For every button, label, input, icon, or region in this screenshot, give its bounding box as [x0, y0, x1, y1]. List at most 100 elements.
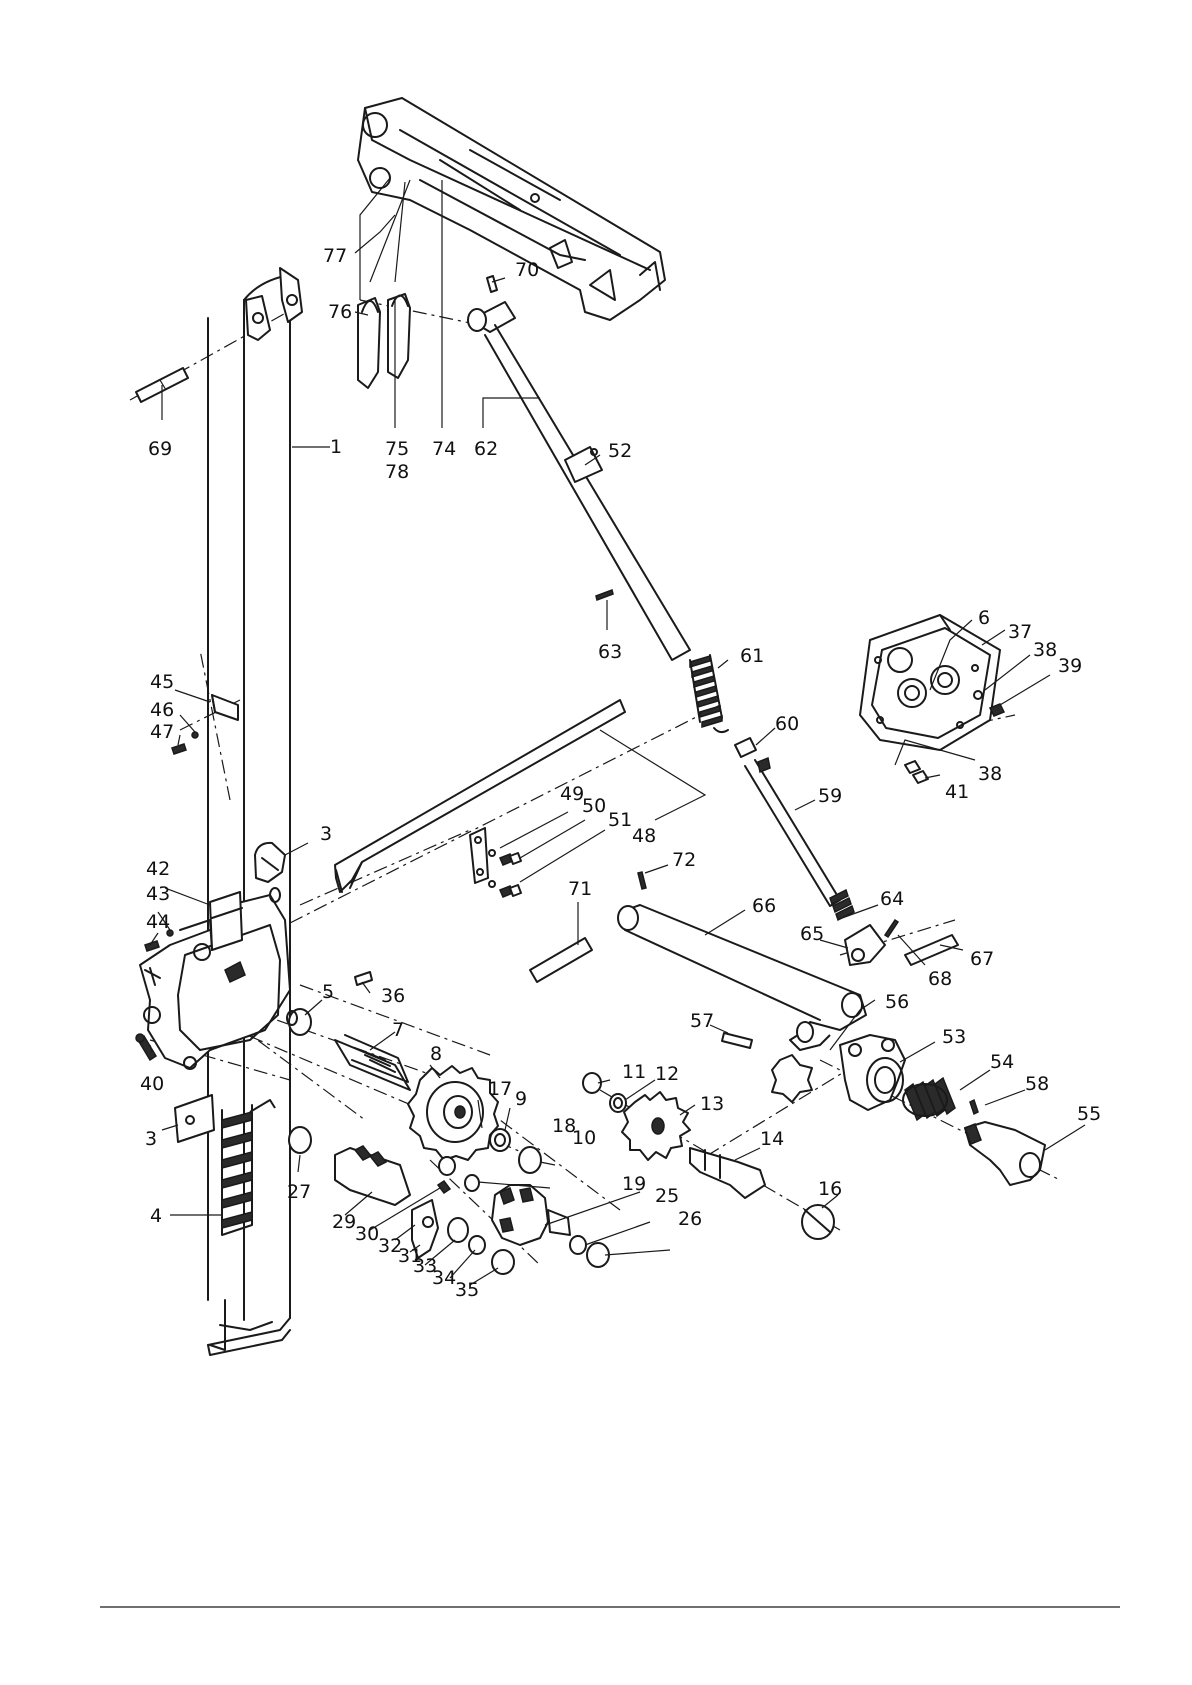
- callout-69: 69: [148, 438, 172, 460]
- bracket-65: [845, 925, 885, 965]
- knob-55: [965, 1122, 1045, 1185]
- bushing-35: [492, 1250, 514, 1274]
- callout-25: 25: [655, 1185, 679, 1207]
- callout-70: 70: [515, 259, 539, 281]
- link-arm-66: [618, 905, 866, 1050]
- pin-67: [905, 935, 958, 965]
- gear-cluster-19: [492, 1185, 570, 1245]
- push-rod-62: [468, 276, 690, 660]
- spring-54: [903, 1078, 955, 1120]
- callout-7: 7: [392, 1019, 404, 1041]
- screws-46-47: [172, 732, 198, 754]
- callout-68: 68: [928, 968, 952, 990]
- callout-17: 17: [488, 1078, 512, 1100]
- callout-57: 57: [690, 1010, 714, 1032]
- callout-62: 62: [474, 438, 498, 460]
- gear-13: [622, 1092, 690, 1160]
- callout-45: 45: [150, 671, 174, 693]
- shaft-14: [690, 1148, 765, 1198]
- callout-4: 4: [150, 1205, 162, 1227]
- pin-63: [596, 590, 613, 600]
- callout-labels: 77 70 76 69 1 75 78 74 62 52 63 61 6 37 …: [140, 245, 1101, 1301]
- callout-19: 19: [622, 1173, 646, 1195]
- key-30: [438, 1181, 450, 1193]
- callout-40: 40: [140, 1073, 164, 1095]
- nut-60: [735, 738, 756, 757]
- shaft-7: [335, 1035, 410, 1090]
- callout-9: 9: [515, 1088, 527, 1110]
- callout-16: 16: [818, 1178, 842, 1200]
- callout-76: 76: [328, 301, 352, 323]
- pin-68: [885, 920, 898, 937]
- callout-50: 50: [582, 795, 606, 817]
- callout-39: 39: [1058, 655, 1082, 677]
- callout-55: 55: [1077, 1103, 1101, 1125]
- callout-49: 49: [560, 783, 584, 805]
- callout-66: 66: [752, 895, 776, 917]
- callout-56: 56: [885, 991, 909, 1013]
- callout-13: 13: [700, 1093, 724, 1115]
- callout-3-lower: 3: [145, 1128, 157, 1150]
- callout-74: 74: [432, 438, 456, 460]
- callout-54: 54: [990, 1051, 1014, 1073]
- callout-14: 14: [760, 1128, 784, 1150]
- callout-42: 42: [146, 858, 170, 880]
- callout-27: 27: [287, 1181, 311, 1203]
- callout-52: 52: [608, 440, 632, 462]
- callout-1: 1: [330, 436, 342, 458]
- callout-71: 71: [568, 878, 592, 900]
- washer-34: [469, 1236, 485, 1254]
- callout-38: 38: [1033, 639, 1057, 661]
- callout-59: 59: [818, 785, 842, 807]
- gearbox-cover-6: [860, 615, 1000, 750]
- callout-41: 41: [945, 781, 969, 803]
- hook-assembly: [358, 178, 410, 388]
- callout-64: 64: [880, 888, 904, 910]
- top-beam-74: [358, 98, 665, 320]
- callout-12: 12: [655, 1063, 679, 1085]
- column-1: [208, 275, 290, 1355]
- callout-67: 67: [970, 948, 994, 970]
- callout-5: 5: [322, 981, 334, 1003]
- callout-29: 29: [332, 1211, 356, 1233]
- callout-11: 11: [622, 1061, 646, 1083]
- callout-75: 75: [385, 438, 409, 460]
- callout-65: 65: [800, 923, 824, 945]
- cover-3-upper: [255, 843, 285, 902]
- callout-34: 34: [432, 1267, 456, 1289]
- callout-77: 77: [323, 245, 347, 267]
- housing-56-53: [840, 1035, 905, 1110]
- washer-25: [570, 1236, 586, 1254]
- callout-30: 30: [355, 1223, 379, 1245]
- washer-9: [490, 1129, 510, 1151]
- callout-58: 58: [1025, 1073, 1049, 1095]
- pinion-29: [335, 1146, 410, 1205]
- callout-60: 60: [775, 713, 799, 735]
- callout-72: 72: [672, 849, 696, 871]
- bushing-27: [289, 1127, 311, 1153]
- callout-78: 78: [385, 461, 409, 483]
- callout-35: 35: [455, 1279, 479, 1301]
- bracket-45: [212, 695, 238, 720]
- washer-12: [610, 1094, 626, 1112]
- callout-46: 46: [150, 699, 174, 721]
- callout-36: 36: [381, 985, 405, 1007]
- callout-26: 26: [678, 1208, 702, 1230]
- rack-4: [222, 1105, 252, 1235]
- callout-38-lower: 38: [978, 763, 1002, 785]
- callout-48: 48: [632, 825, 656, 847]
- callout-3: 3: [320, 823, 332, 845]
- callout-51: 51: [608, 809, 632, 831]
- bushing-33: [448, 1218, 468, 1242]
- callout-61: 61: [740, 645, 764, 667]
- pin-72: [638, 872, 646, 889]
- callout-47: 47: [150, 721, 174, 743]
- callout-8: 8: [430, 1043, 442, 1065]
- callout-63: 63: [598, 641, 622, 663]
- pin-71: [530, 938, 592, 982]
- callout-6: 6: [978, 607, 990, 629]
- gear-8: [408, 1066, 498, 1160]
- screws-49-50-51: [489, 850, 521, 897]
- callout-10: 10: [572, 1127, 596, 1149]
